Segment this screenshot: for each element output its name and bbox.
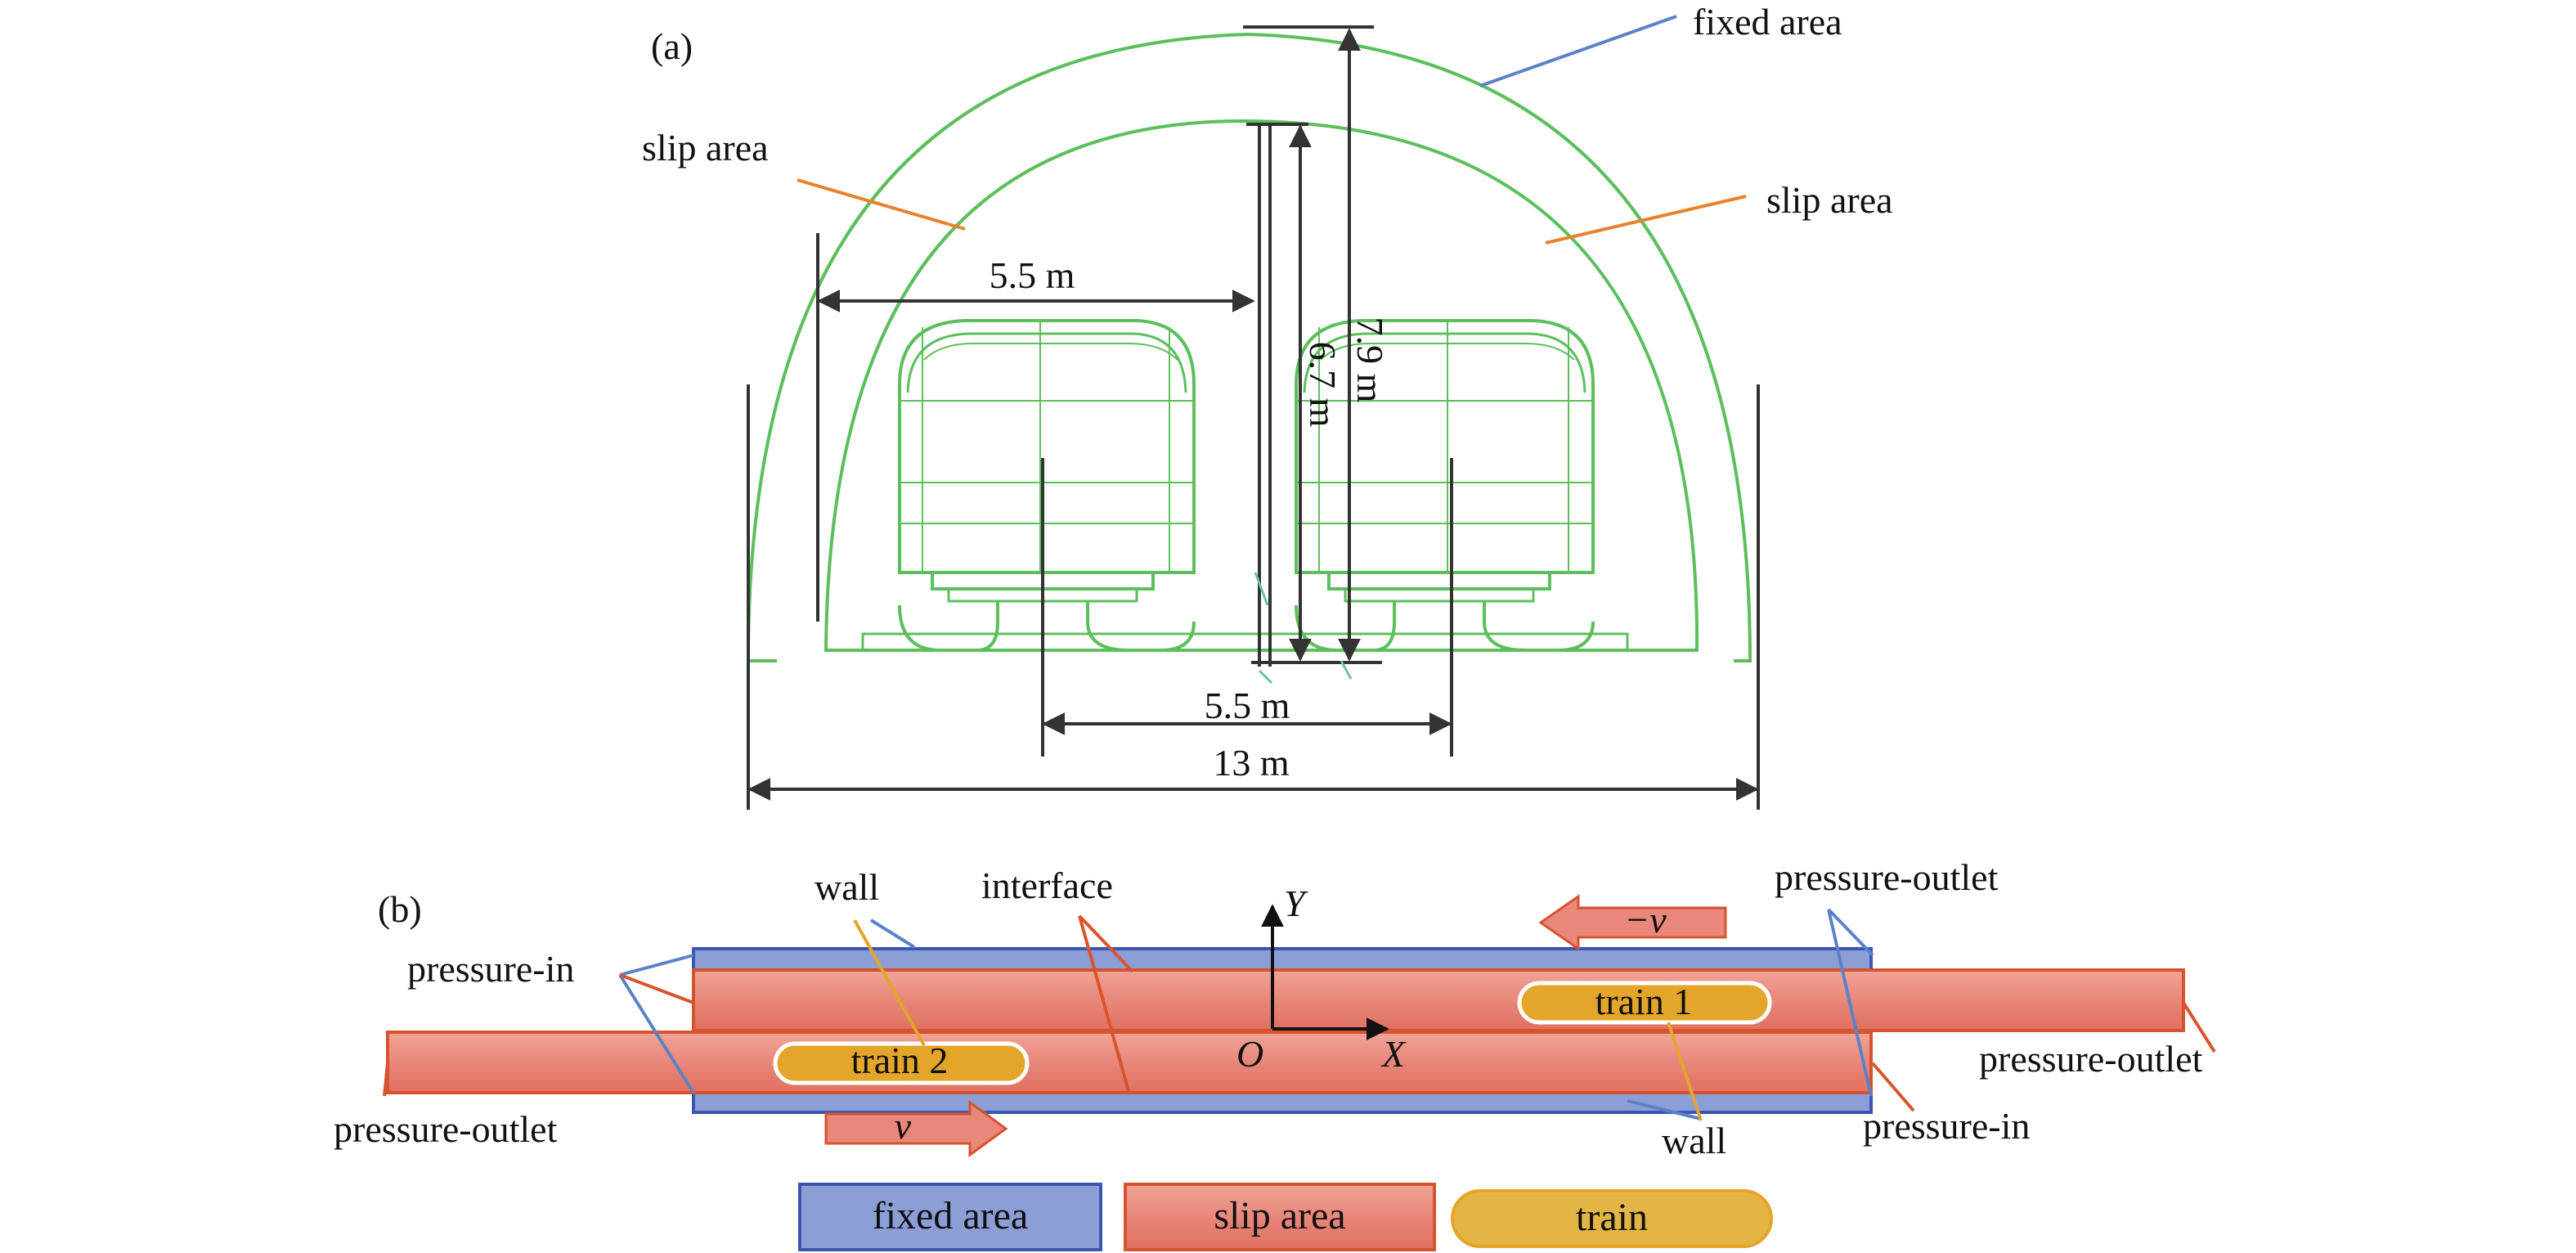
left-train-section bbox=[898, 319, 1196, 652]
slip-area-upper bbox=[692, 968, 2185, 1032]
dim-half-width-top: 5.5 m bbox=[990, 254, 1075, 296]
leader-slip-area-left bbox=[797, 178, 966, 231]
label-pressure-outlet-left: pressure-outlet bbox=[334, 1108, 558, 1150]
velocity-arrow-neg bbox=[1538, 894, 1727, 951]
label-interface: interface bbox=[981, 865, 1113, 906]
center-divider bbox=[1246, 123, 1382, 667]
slip-area-lower bbox=[386, 1031, 1873, 1094]
label-pressure-in-left: pressure-in bbox=[407, 948, 574, 990]
legend-slip-area-label: slip area bbox=[1214, 1194, 1345, 1237]
label-wall-top: wall bbox=[815, 866, 879, 908]
label-pressure-in-right: pressure-in bbox=[1863, 1105, 2030, 1147]
label-pressure-outlet-right: pressure-outlet bbox=[1979, 1038, 2203, 1080]
legend-swatch-fixed-area bbox=[798, 1183, 1102, 1251]
legend: fixed area slip area train bbox=[798, 1183, 1773, 1251]
train-1-label: train 1 bbox=[1595, 981, 1693, 1022]
inner-tunnel-outline bbox=[824, 119, 1699, 652]
train-1 bbox=[1517, 981, 1772, 1025]
divider-marks bbox=[1254, 572, 1353, 685]
panel-b: (b) train 1 train 2 Y X O −v v bbox=[334, 856, 2216, 1161]
dim-total-width: 13 m bbox=[1213, 742, 1290, 784]
label-slip-area-left: slip area bbox=[642, 127, 769, 168]
label-fixed-area: fixed area bbox=[1693, 1, 1842, 43]
origin-label: O bbox=[1236, 1033, 1263, 1075]
panel-a: (a) bbox=[642, 1, 1893, 810]
axis-x-label: X bbox=[1380, 1033, 1407, 1075]
leader-fixed-area bbox=[1479, 15, 1677, 88]
outer-tunnel-outline bbox=[746, 32, 1752, 662]
inner-tunnel-floor bbox=[861, 632, 1629, 650]
panel-b-tag: (b) bbox=[378, 888, 422, 930]
axis-y-label: Y bbox=[1284, 882, 1308, 924]
legend-swatch-slip-area bbox=[1124, 1183, 1436, 1251]
dim-track-spacing: 5.5 m bbox=[1205, 685, 1290, 726]
leader-slip-area-right bbox=[1545, 195, 1747, 245]
label-slip-area-right: slip area bbox=[1766, 179, 1893, 221]
leader-lines-b bbox=[383, 908, 2216, 1121]
coordinate-axes bbox=[1261, 904, 1389, 1040]
legend-fixed-area-label: fixed area bbox=[873, 1194, 1029, 1237]
label-wall-bottom: wall bbox=[1662, 1120, 1726, 1161]
velocity-pos-label: v bbox=[895, 1105, 912, 1147]
dimension-lines bbox=[747, 25, 1760, 810]
dim-outer-height: 7.9 m bbox=[1349, 317, 1391, 403]
label-pressure-outlet-top-right: pressure-outlet bbox=[1775, 856, 1999, 898]
legend-swatch-train bbox=[1451, 1189, 1773, 1248]
velocity-neg-label: −v bbox=[1624, 899, 1667, 941]
dim-inner-height: 6.7 m bbox=[1302, 342, 1344, 428]
train-2 bbox=[773, 1041, 1030, 1085]
panel-a-tag: (a) bbox=[651, 25, 693, 67]
train-2-label: train 2 bbox=[851, 1040, 949, 1081]
legend-train-label: train bbox=[1576, 1196, 1648, 1239]
velocity-arrow-pos bbox=[824, 1100, 1008, 1157]
